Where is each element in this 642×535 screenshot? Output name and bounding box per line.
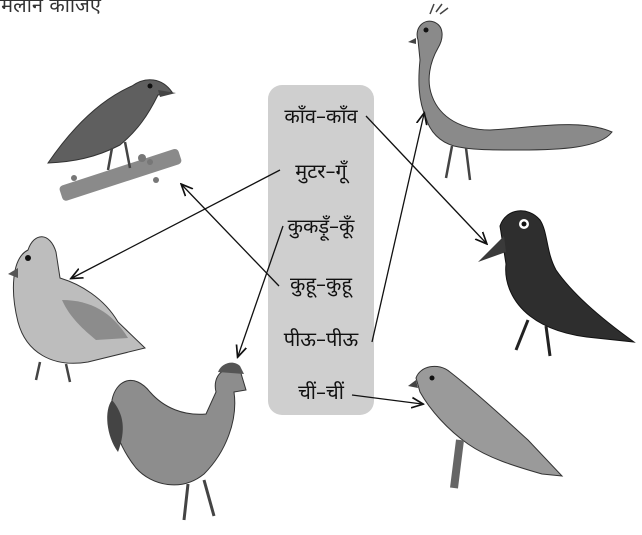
cuckoo-icon[interactable] [48,80,182,202]
arrow-kuhu-cuckoo [182,185,279,286]
crow-icon[interactable] [478,211,634,356]
pigeon-icon[interactable] [8,237,145,382]
peacock-icon[interactable] [408,4,612,180]
arrow-kukdoon-rooster [238,226,283,356]
rooster-icon[interactable] [107,363,246,520]
arrow-chin-sparrow [352,395,422,404]
sparrow-icon[interactable] [408,366,562,488]
match-lines [72,114,486,404]
arrow-piu-peacock [372,114,424,342]
